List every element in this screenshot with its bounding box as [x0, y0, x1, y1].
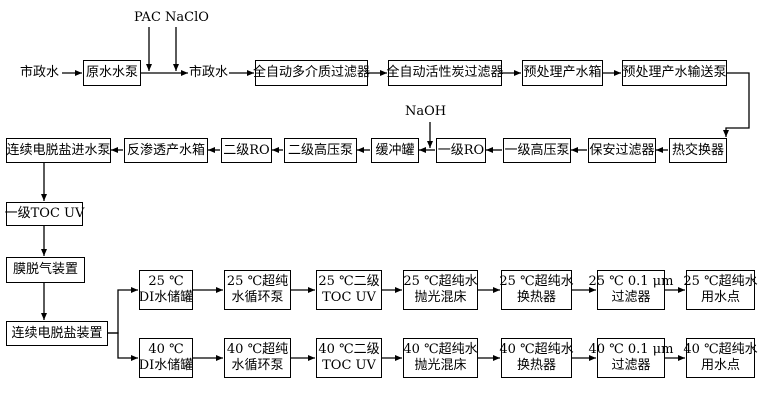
arrow-edi-to-hot25 [108, 287, 138, 334]
line-1: 40 ℃超纯水 [683, 342, 758, 357]
node-ro-product-tank: 反渗透产水箱 [124, 138, 208, 163]
line-2: 抛光混床 [414, 358, 467, 373]
line-2: 水循环泵 [231, 358, 284, 373]
line-2: DI水储罐 [138, 290, 194, 305]
node-hot40-use-point: 40 ℃超纯水用水点 [683, 338, 758, 378]
node-hot25-polish-bed: 25 ℃超纯水抛光混床 [403, 270, 478, 310]
arrow-prepump-to-heatx [723, 72, 750, 137]
node-pretreatment-pump: 预处理产水输送泵 [622, 60, 727, 86]
line-1: 40 ℃ [148, 342, 184, 357]
node-stage1-hp-pump: 一级高压泵 [503, 138, 571, 163]
node-hot25-use-point: 25 ℃超纯水用水点 [683, 270, 758, 310]
label-dosing-chemicals: PAC NaClO [134, 10, 209, 25]
node-buffer-tank: 缓冲罐 [371, 138, 419, 163]
line-2: 水循环泵 [231, 290, 284, 305]
node-stage1-ro: 一级RO [436, 138, 486, 163]
line-1: 40 ℃超纯水 [499, 342, 574, 357]
label-municipal-water-mid: 市政水 [189, 65, 229, 80]
node-pretreatment-tank: 预处理产水箱 [522, 60, 603, 86]
line-2: 过滤器 [611, 358, 651, 373]
node-security-filter: 保安过滤器 [588, 138, 656, 163]
line-2: 抛光混床 [414, 290, 467, 305]
arrow-edi-to-hot40 [108, 332, 138, 361]
node-stage2-ro: 二级RO [221, 138, 272, 163]
node-hot40-heat-exchanger: 40 ℃超纯水换热器 [499, 338, 574, 378]
line-1: 25 ℃二级 [318, 274, 380, 289]
label-municipal-water-in: 市政水 [20, 65, 60, 80]
line-2: 换热器 [516, 358, 556, 373]
node-toc-uv-1: 一级TOC UV [5, 202, 84, 226]
line-1: 25 ℃超纯 [226, 274, 289, 289]
line-2: 用水点 [700, 290, 740, 305]
line-1: 40 ℃超纯水 [403, 342, 478, 357]
line-2: DI水储罐 [138, 358, 194, 373]
node-hot25-heat-exchanger: 25 ℃超纯水换热器 [499, 270, 574, 310]
node-hot40-polish-bed: 40 ℃超纯水抛光混床 [403, 338, 478, 378]
node-hot40-circ-pump: 40 ℃超纯水循环泵 [224, 338, 291, 378]
line-1: 40 ℃超纯 [226, 342, 289, 357]
line-1: 25 ℃超纯水 [403, 274, 478, 289]
line-1: 25 ℃ 0.1 μm [588, 274, 674, 289]
node-hot25-circ-pump: 25 ℃超纯水循环泵 [224, 270, 291, 310]
node-heat-exchanger: 热交换器 [669, 138, 727, 163]
line-2: TOC UV [322, 358, 376, 373]
node-multimedia-filter: 全自动多介质过滤器 [253, 60, 370, 86]
line-2: 换热器 [516, 290, 556, 305]
label-naoh-dosing: NaOH [405, 104, 447, 119]
node-degassing: 膜脱气装置 [6, 257, 85, 283]
node-stage2-hp-pump: 二级高压泵 [284, 138, 357, 163]
line-2: TOC UV [322, 290, 376, 305]
line-1: 25 ℃ [148, 274, 184, 289]
node-edi-feed-pump: 连续电脱盐进水泵 [6, 138, 111, 163]
node-activated-carbon-filter: 全自动活性炭过滤器 [387, 60, 504, 86]
node-edi-unit: 连续电脱盐装置 [6, 321, 108, 346]
line-2: 过滤器 [611, 290, 651, 305]
line-1: 25 ℃超纯水 [499, 274, 574, 289]
line-2: 用水点 [700, 358, 740, 373]
node-raw-water-pump: 原水水泵 [83, 60, 141, 86]
line-1: 25 ℃超纯水 [683, 274, 758, 289]
line-1: 40 ℃ 0.1 μm [588, 342, 674, 357]
line-1: 40 ℃二级 [318, 342, 380, 357]
